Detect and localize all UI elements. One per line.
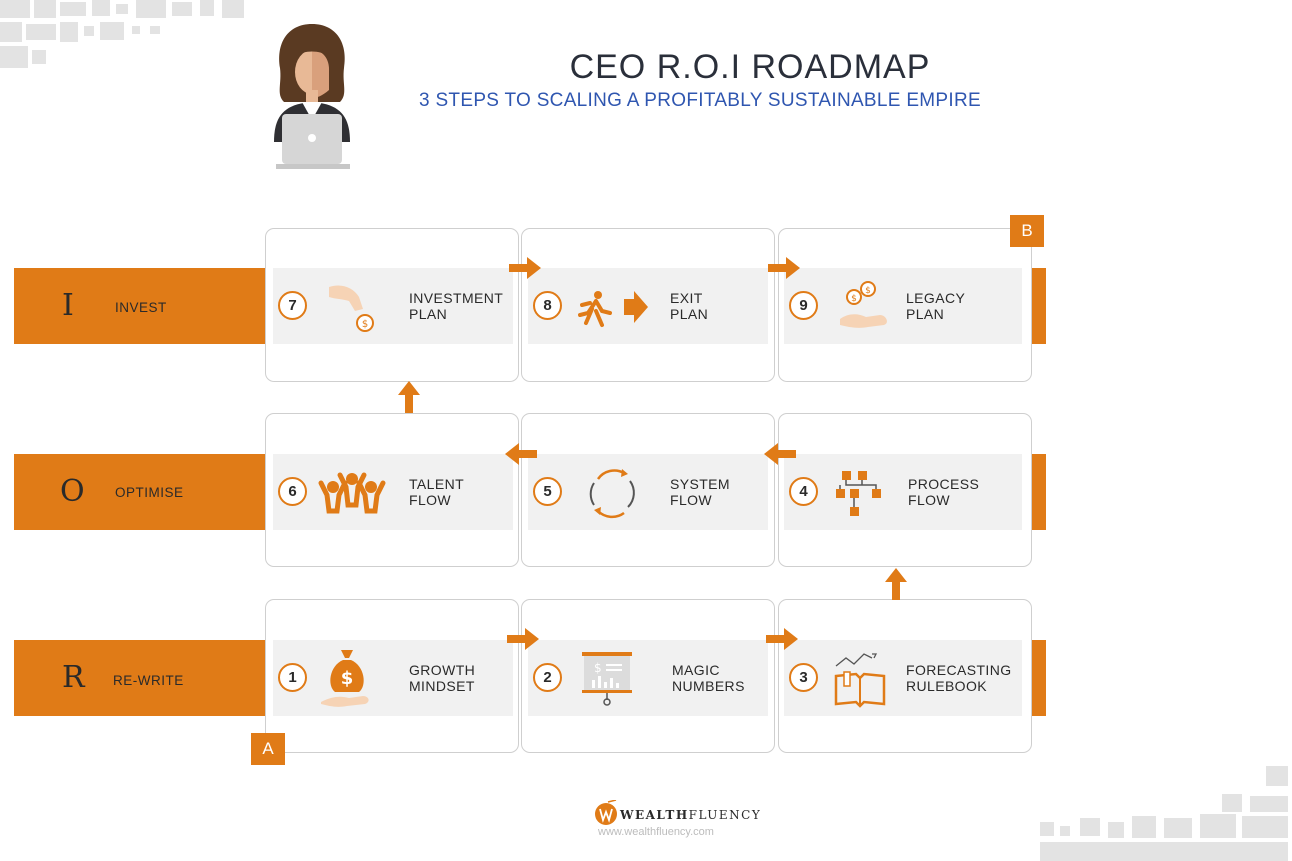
arrow-right-1-to-2 [507,628,539,650]
band-label-rewrite: RE-WRITE [113,673,184,688]
step-label-line1: FORECASTING [906,662,1012,678]
svg-text:$: $ [865,286,871,296]
brand-url: www.wealthfluency.com [598,826,714,838]
step-label-line1: EXIT [670,290,703,306]
team-people-icon [317,465,387,521]
page-subtitle: 3 STEPS TO SCALING A PROFITABLY SUSTAINA… [380,90,1020,112]
step-3: 3 FORECASTING RULEBOOK [784,640,1022,716]
band-letter-rewrite: R [62,660,85,695]
band-letter-optimise: O [60,474,85,509]
step-label-line1: PROCESS [908,476,979,492]
step-number: 6 [278,477,307,506]
arrow-right-8-to-9 [768,257,800,279]
band-letter-invest: I [62,288,74,323]
step-label-line1: INVESTMENT [409,290,503,306]
step-number: 2 [533,663,562,692]
arrow-right-7-to-8 [509,257,541,279]
coins-hand-icon: $ $ [838,279,894,335]
presentation-board-icon: $ [580,646,636,710]
svg-text:$: $ [341,668,354,689]
step-label-line1: MAGIC [672,662,720,678]
step-number: 4 [789,477,818,506]
arrow-right-2-to-3 [766,628,798,650]
step-number: 3 [789,663,818,692]
step-label-line1: GROWTH [409,662,475,678]
band-label-invest: INVEST [115,300,167,315]
step-label-line2: PLAN [409,306,447,322]
band-end-invest [1032,268,1046,344]
ceo-woman-laptop-icon [262,20,362,172]
step-label-line2: PLAN [670,306,708,322]
book-chart-icon [832,646,892,712]
step-label-line2: RULEBOOK [906,678,987,694]
step-number: 9 [789,291,818,320]
brand-name: WEALTHFLUENCY [620,808,761,822]
step-number: 1 [278,663,307,692]
band-end-rewrite [1032,640,1046,716]
svg-text:$: $ [594,661,602,675]
money-bag-hand-icon: $ [319,646,375,710]
step-label-line2: FLOW [908,492,950,508]
step-label-line2: FLOW [409,492,451,508]
step-label-line1: SYSTEM [670,476,730,492]
step-2: 2 $ MAGIC NUMBERS [528,640,768,716]
brand-name-light: FLUENCY [689,808,762,822]
arrow-up-6-to-7 [398,381,420,413]
step-label-line1: TALENT [409,476,464,492]
svg-text:$: $ [362,319,368,330]
step-8: 8 EXIT PLAN [528,268,768,344]
step-9: 9 $ $ LEGACY PLAN [784,268,1022,344]
arrow-left-5-to-6 [505,443,537,465]
band-label-optimise: OPTIMISE [115,485,184,500]
arrow-up-3-to-4 [885,568,907,600]
flowchart-icon [834,465,890,521]
page-title: CEO R.O.I ROADMAP [380,48,1120,87]
step-1: 1 $ GROWTH MINDSET [273,640,513,716]
svg-text:$: $ [851,294,857,304]
step-number: 5 [533,477,562,506]
cycle-arrows-icon [584,465,640,521]
step-5: 5 SYSTEM FLOW [528,454,768,530]
arrow-left-4-to-5 [764,443,796,465]
wealthfluency-logo-icon [594,800,618,826]
step-label-line2: PLAN [906,306,944,322]
band-end-optimise [1032,454,1046,530]
step-4: 4 PROCESS FLOW [784,454,1022,530]
brand-name-bold: WEALTH [620,808,689,822]
step-label-line2: NUMBERS [672,678,745,694]
coin-hand-icon: $ [323,279,379,335]
running-exit-icon [572,279,648,335]
end-marker: B [1010,215,1044,247]
step-label-line2: FLOW [670,492,712,508]
step-6: 6 TALENT FLOW [273,454,513,530]
step-number: 7 [278,291,307,320]
step-label-line2: MINDSET [409,678,475,694]
step-label-line1: LEGACY [906,290,965,306]
step-7: 7 $ INVESTMENT PLAN [273,268,513,344]
start-marker: A [251,733,285,765]
step-number: 8 [533,291,562,320]
